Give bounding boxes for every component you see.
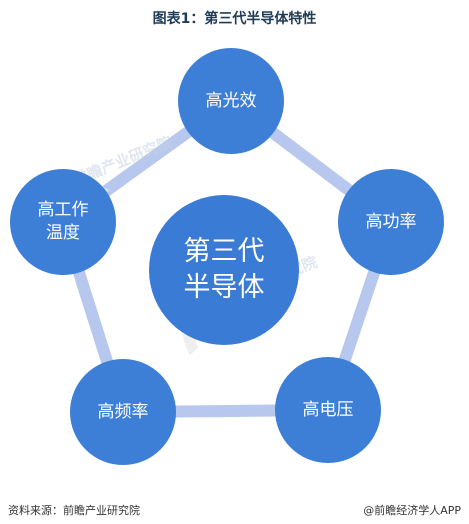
node-label: 高光效 — [205, 90, 257, 111]
node-label-line1: 高工作 — [37, 200, 89, 221]
node-high-operating-temperature: 高工作 温度 — [10, 169, 116, 275]
node-label: 高功率 — [365, 211, 417, 232]
center-label-line2: 半导体 — [183, 272, 265, 303]
node-high-light-efficiency: 高光效 — [178, 48, 284, 154]
node-label: 高电压 — [302, 399, 354, 420]
brand-credit: @前瞻经济学人APP — [363, 504, 461, 517]
center-node: 第三代 半导体 — [149, 195, 299, 345]
node-label-line2: 温度 — [46, 223, 80, 243]
center-label-line1: 第三代 — [183, 235, 265, 267]
node-label: 高频率 — [97, 401, 149, 422]
source-note: 资料来源：前瞻产业研究院 — [8, 504, 140, 517]
node-high-voltage: 高电压 — [275, 357, 381, 463]
node-high-frequency: 高频率 — [70, 359, 176, 465]
figure-title: 图表1：第三代半导体特性 — [152, 11, 317, 27]
node-high-power: 高功率 — [338, 169, 444, 275]
